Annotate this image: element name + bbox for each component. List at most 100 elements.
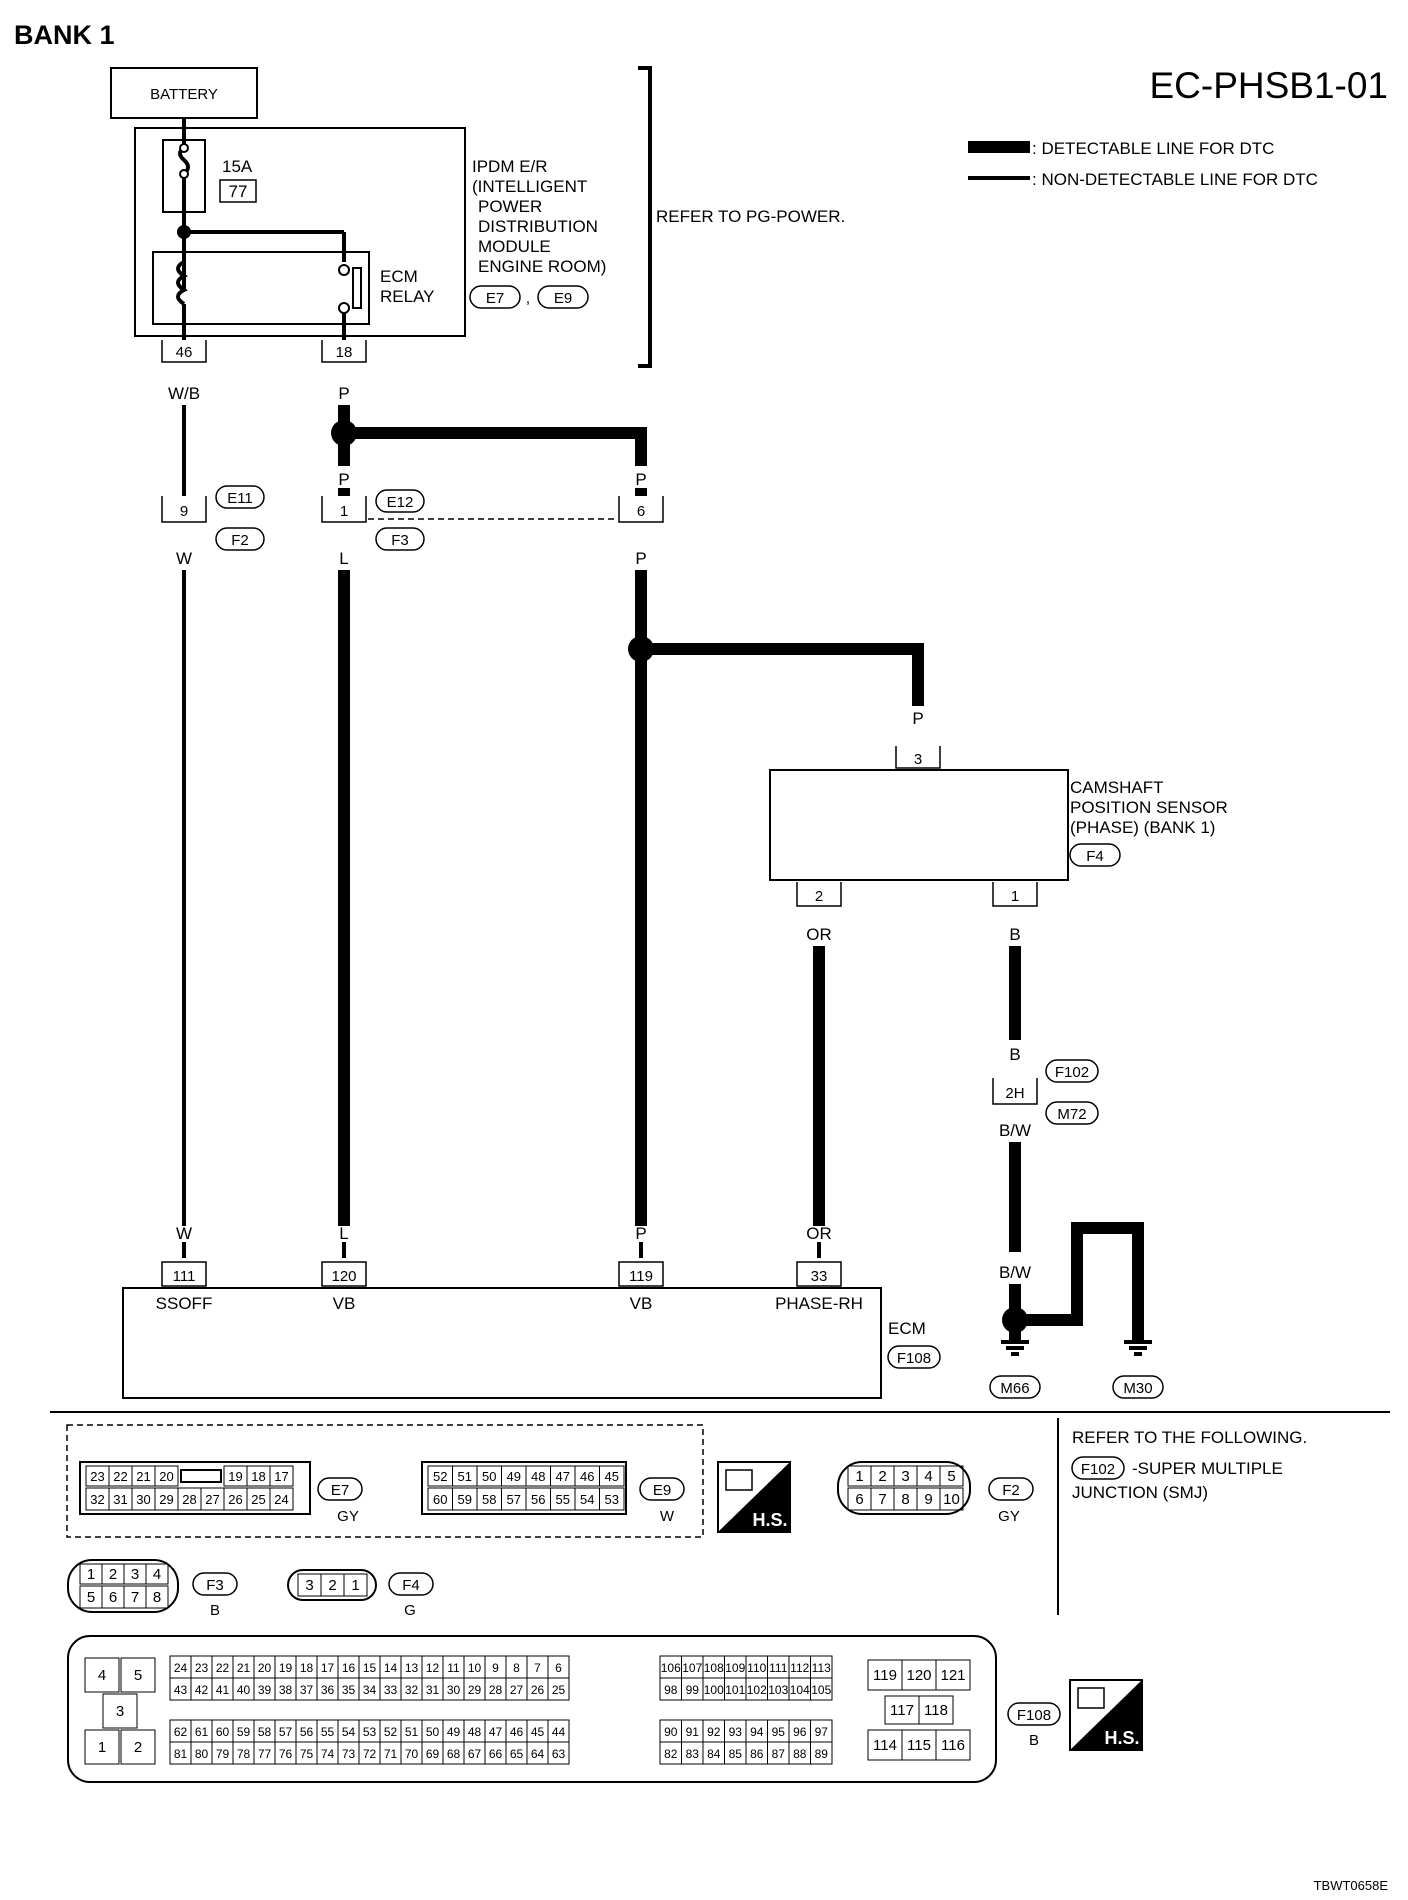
- smj-pin-box: [992, 1078, 1038, 1105]
- f4-pin-1-cell: [343, 1573, 368, 1597]
- ground-m30: M30: [1123, 1380, 1152, 1397]
- f108-pin-116-cell: [935, 1729, 971, 1761]
- wire-label-p-top: P: [338, 384, 349, 403]
- wire-label-p-cam: P: [912, 709, 923, 728]
- f4-pin-3: 3: [305, 1577, 313, 1594]
- ipdm-conn-e9-oval: [537, 285, 589, 309]
- wire-label-bw: B/W: [999, 1121, 1031, 1140]
- f108-pin-2: 2: [134, 1739, 142, 1756]
- smj-conn-m72: M72: [1057, 1106, 1086, 1123]
- f108-pin-106: 106: [661, 1661, 681, 1675]
- f108-pin-60: 60: [216, 1725, 230, 1739]
- f108-pin-47: 47: [489, 1725, 503, 1739]
- face-e9-oval: [639, 1477, 685, 1501]
- f108-pin-35: 35: [342, 1683, 356, 1697]
- f108-pin-64: 64: [531, 1747, 545, 1761]
- f108-pin-57: 57: [279, 1725, 293, 1739]
- f108-pin-118: 118: [924, 1702, 948, 1719]
- junction-pin-6: 6: [637, 503, 645, 520]
- smj-pin: 2H: [1005, 1085, 1024, 1102]
- f108-pin-110: 110: [747, 1661, 766, 1675]
- f108-pin-62: 62: [174, 1725, 188, 1739]
- wire-label-p-6: P: [635, 549, 646, 568]
- ecm-terminal-ssoff: SSOFF: [156, 1294, 213, 1313]
- f108-pin-37: 37: [300, 1683, 314, 1697]
- f108-pin-74: 74: [321, 1747, 335, 1761]
- conn-e11-oval: [215, 485, 265, 509]
- relay-label-2: RELAY: [380, 287, 435, 306]
- f4-pin-1: 1: [351, 1577, 359, 1594]
- ecm-terminal-phase-rh: PHASE-RH: [775, 1294, 863, 1313]
- face-f2-frame: [837, 1461, 971, 1515]
- face-f4-name: F4: [402, 1577, 420, 1594]
- legend-detectable: : DETECTABLE LINE FOR DTC: [1032, 139, 1274, 158]
- ipdm-label-2: (INTELLIGENT: [472, 177, 587, 196]
- f108-pin-85: 85: [729, 1747, 743, 1761]
- camshaft-label-3: (PHASE) (BANK 1): [1070, 818, 1215, 837]
- f108-pin-71: 71: [384, 1747, 398, 1761]
- face-f108-name: F108: [1017, 1707, 1051, 1724]
- ipdm-label-1: IPDM E/R: [472, 157, 548, 176]
- ground-m66-oval: [989, 1375, 1041, 1399]
- face-f4-color: G: [404, 1602, 416, 1619]
- relay-contact-bottom: [338, 302, 350, 314]
- f108-pin-48: 48: [468, 1725, 482, 1739]
- ipdm-conn-sep: ,: [526, 290, 530, 307]
- f108-pin-111: 111: [769, 1661, 788, 1675]
- e7-pin-20-cell: [154, 1465, 179, 1487]
- e9-pin-45-cell: [599, 1465, 625, 1487]
- f4-pin-2: 2: [328, 1577, 336, 1594]
- e9-pin-56: 56: [531, 1492, 545, 1507]
- conn-f2-oval: [215, 527, 265, 551]
- f2-pin-1: 1: [855, 1468, 863, 1485]
- f108-pin-117: 117: [890, 1702, 914, 1719]
- f108-pin-75: 75: [300, 1747, 314, 1761]
- f108-pin-81: 81: [174, 1747, 188, 1761]
- f2-pin-5: 5: [947, 1468, 955, 1485]
- f108-pin-102: 102: [747, 1683, 767, 1697]
- f2-pin-7: 7: [878, 1491, 886, 1508]
- wire-p-right: [344, 427, 647, 466]
- ground-m30-oval: [1112, 1375, 1164, 1399]
- refer-pg-power: REFER TO PG-POWER.: [656, 207, 845, 226]
- f108-pin-28: 28: [489, 1683, 503, 1697]
- refer-following: REFER TO THE FOLLOWING.: [1072, 1428, 1307, 1447]
- conn-f4-oval: [1069, 843, 1121, 867]
- face-f3-oval: [192, 1572, 238, 1596]
- ecm-wire-label-w: W: [176, 1224, 192, 1243]
- f108-pin-61: 61: [195, 1725, 209, 1739]
- f108-pin-88: 88: [793, 1747, 807, 1761]
- f108-pin-96: 96: [793, 1725, 807, 1739]
- f108-pin-23: 23: [195, 1661, 209, 1675]
- face-e9-frame: [421, 1461, 627, 1515]
- f2-pin-10-cell: [939, 1487, 964, 1511]
- ecm-terminal-vb-2: VB: [630, 1294, 653, 1313]
- e9-pin-52: 52: [433, 1469, 447, 1484]
- ecm-wire-label-l: L: [339, 1224, 348, 1243]
- f108-pin-63-cell: [547, 1741, 570, 1765]
- hs-badge-2: H.S.: [1069, 1679, 1143, 1751]
- conn-f102-oval: [1045, 1059, 1099, 1083]
- f108-pin-44: 44: [552, 1725, 566, 1739]
- f108-pin-34: 34: [363, 1683, 377, 1697]
- relay-switch-icon: [352, 267, 362, 309]
- ground-wire-m30: [1015, 1222, 1144, 1340]
- f3-pin-7: 7: [131, 1589, 139, 1606]
- e7-pin-18: 18: [251, 1469, 265, 1484]
- f108-pin-22: 22: [216, 1661, 230, 1675]
- face-f108-frame: [67, 1635, 997, 1783]
- f108-pin-16: 16: [342, 1661, 356, 1675]
- e9-pin-57: 57: [507, 1492, 521, 1507]
- cam-pin-3-box: [895, 746, 941, 769]
- ipdm-pin-46-box: [161, 340, 207, 363]
- e7-pin-30: 30: [136, 1492, 150, 1507]
- f108-pin-116: 116: [941, 1737, 965, 1754]
- wire-label-p-right: P: [635, 470, 646, 489]
- f108-pin-24: 24: [174, 1661, 188, 1675]
- f108-pin-9: 9: [492, 1661, 499, 1675]
- fuse-end-top: [179, 143, 189, 153]
- f108-pin-14: 14: [384, 1661, 398, 1675]
- f108-pin-120: 120: [906, 1667, 931, 1684]
- f108-pin-45: 45: [531, 1725, 545, 1739]
